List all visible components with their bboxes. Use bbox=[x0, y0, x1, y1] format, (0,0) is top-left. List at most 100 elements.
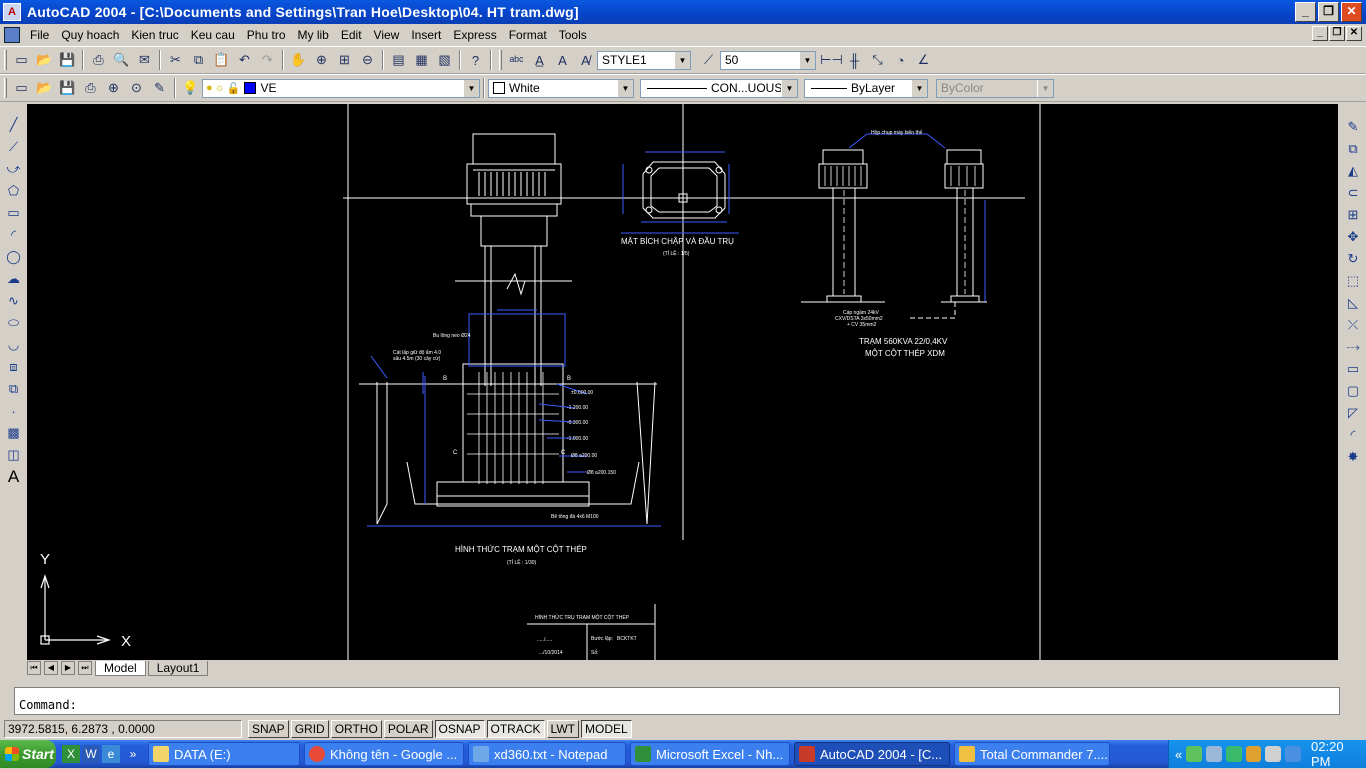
plot-icon[interactable]: ⎙ bbox=[85, 80, 96, 95]
menu-quy-hoach[interactable]: Quy hoach bbox=[61, 28, 120, 42]
aligned-dimension-icon[interactable]: ⤡ bbox=[872, 52, 883, 67]
menu-express[interactable]: Express bbox=[453, 28, 497, 42]
erase-icon[interactable]: ✎ bbox=[1347, 119, 1359, 134]
copy-icon[interactable]: ⧉ bbox=[193, 52, 204, 67]
minimize-button[interactable]: _ bbox=[1295, 2, 1316, 22]
hatch-icon[interactable]: ▩ bbox=[7, 425, 20, 440]
move-icon[interactable]: ✥ bbox=[1347, 229, 1359, 244]
quicklaunch-more-icon[interactable]: » bbox=[129, 747, 137, 761]
undo-icon[interactable]: ↶ bbox=[239, 52, 250, 67]
toolbar-grip[interactable] bbox=[499, 50, 502, 70]
fillet-icon[interactable]: ◜ bbox=[1350, 427, 1356, 442]
match-properties-icon[interactable]: ✎ bbox=[154, 80, 165, 95]
design-center-icon[interactable]: ▦ bbox=[415, 52, 428, 67]
task-google-chrome[interactable]: Không tên - Google ... bbox=[304, 742, 464, 766]
speaker-icon[interactable] bbox=[1265, 746, 1282, 762]
stretch-icon[interactable]: ◺ bbox=[1348, 295, 1358, 310]
command-line[interactable]: Command: bbox=[14, 687, 1340, 715]
revision-cloud-icon[interactable]: ☁ bbox=[7, 271, 20, 286]
tray-expand-icon[interactable]: « bbox=[1175, 746, 1183, 762]
zoom-previous-icon[interactable]: ⊖ bbox=[362, 52, 373, 67]
construction-line-icon[interactable]: ⟋ bbox=[8, 139, 19, 154]
properties-icon[interactable]: ▤ bbox=[392, 52, 405, 67]
chevron-down-icon[interactable]: ▼ bbox=[781, 79, 797, 97]
task-notepad[interactable]: xd360.txt - Notepad bbox=[468, 742, 626, 766]
dimension-style-icon[interactable]: ⟋ bbox=[703, 52, 714, 67]
text-style-icon[interactable]: A̸ bbox=[581, 52, 590, 68]
task-data-drive[interactable]: DATA (E:) bbox=[148, 742, 300, 766]
security-icon[interactable] bbox=[1225, 746, 1242, 762]
lineweight-select[interactable]: ByLayer ▼ bbox=[804, 78, 928, 98]
join-icon[interactable]: ▢ bbox=[1346, 383, 1360, 398]
chamfer-icon[interactable]: ◸ bbox=[1348, 405, 1358, 420]
chevron-down-icon[interactable]: ▼ bbox=[911, 79, 927, 97]
zoom-realtime-icon[interactable]: ⊕ bbox=[316, 52, 327, 67]
make-block-icon[interactable]: ⧉ bbox=[8, 381, 19, 396]
zoom-extents-icon[interactable]: ⊕ bbox=[108, 80, 119, 95]
menu-tools[interactable]: Tools bbox=[558, 28, 587, 42]
new-file-icon[interactable]: ▭ bbox=[15, 52, 28, 67]
help-icon[interactable]: ? bbox=[471, 52, 480, 68]
toolbar-grip[interactable] bbox=[4, 50, 7, 70]
polygon-icon[interactable]: ⬠ bbox=[7, 183, 20, 198]
linear-dimension-icon[interactable]: ⊢⊣ bbox=[820, 52, 843, 67]
menu-phu-tro[interactable]: Phu tro bbox=[246, 28, 286, 42]
radius-dimension-icon[interactable]: ◔ bbox=[896, 52, 905, 68]
first-tab-icon[interactable]: ⏮ bbox=[27, 661, 41, 675]
task-autocad[interactable]: AutoCAD 2004 - [C... bbox=[794, 742, 950, 766]
chevron-down-icon[interactable]: ▼ bbox=[799, 51, 815, 69]
trim-icon[interactable]: ⤫ bbox=[1347, 317, 1359, 332]
doc-minimize-button[interactable]: _ bbox=[1312, 26, 1328, 41]
offset-icon[interactable]: ⊂ bbox=[1347, 185, 1359, 200]
autocad-app-icon[interactable]: A bbox=[3, 3, 21, 21]
spell-check-icon[interactable]: ᵃᵇᶜ bbox=[509, 52, 524, 68]
array-icon[interactable]: ⊞ bbox=[1347, 207, 1359, 222]
osnap-toggle[interactable]: OSNAP bbox=[434, 720, 485, 738]
menu-insert[interactable]: Insert bbox=[411, 28, 442, 42]
model-toggle[interactable]: MODEL bbox=[580, 720, 632, 738]
publish-icon[interactable]: ✉ bbox=[139, 52, 150, 67]
clock[interactable]: 02:20 PM bbox=[1311, 739, 1344, 769]
menu-my-lib[interactable]: My lib bbox=[297, 28, 329, 42]
insert-block-icon[interactable]: ⧈ bbox=[9, 359, 18, 374]
menu-view[interactable]: View bbox=[373, 28, 400, 42]
dimension-scale-select[interactable]: 50 ▼ bbox=[720, 50, 816, 70]
multiline-text-icon[interactable]: A̲ bbox=[535, 52, 544, 68]
mirror-icon[interactable]: ◭ bbox=[1348, 163, 1358, 178]
extend-icon[interactable]: ⤏ bbox=[1346, 339, 1360, 354]
tab-model[interactable]: Model bbox=[95, 660, 146, 676]
region-icon[interactable]: ◫ bbox=[7, 447, 20, 462]
baseline-dimension-icon[interactable]: ╫ bbox=[849, 52, 860, 68]
new-file-icon[interactable]: ▭ bbox=[15, 80, 28, 95]
pan-icon[interactable]: ✋ bbox=[290, 52, 307, 67]
ie-quicklaunch-icon[interactable]: e bbox=[102, 745, 120, 763]
linetype-select[interactable]: CON...UOUS ▼ bbox=[640, 78, 798, 98]
zoom-window-icon[interactable]: ⊞ bbox=[339, 52, 350, 67]
ellipse-icon[interactable]: ⬭ bbox=[7, 315, 20, 330]
grid-toggle[interactable]: GRID bbox=[290, 720, 329, 738]
rotate-icon[interactable]: ↻ bbox=[1347, 251, 1359, 266]
polar-toggle[interactable]: POLAR bbox=[383, 720, 433, 738]
last-tab-icon[interactable]: ⏭ bbox=[78, 661, 92, 675]
task-excel[interactable]: Microsoft Excel - Nh... bbox=[630, 742, 790, 766]
chevron-down-icon[interactable]: ▼ bbox=[463, 79, 479, 97]
next-tab-icon[interactable]: ▶ bbox=[61, 661, 75, 675]
word-quicklaunch-icon[interactable]: W bbox=[82, 745, 100, 763]
break-icon[interactable]: ▭ bbox=[1346, 361, 1360, 376]
menu-file[interactable]: File bbox=[30, 28, 50, 42]
start-button[interactable]: Start bbox=[0, 740, 56, 768]
printer-icon[interactable] bbox=[1206, 746, 1222, 762]
close-button[interactable]: ✕ bbox=[1341, 2, 1362, 22]
explode-icon[interactable]: ✸ bbox=[1347, 449, 1359, 464]
point-icon[interactable]: · bbox=[11, 403, 16, 419]
lwt-toggle[interactable]: LWT bbox=[546, 720, 579, 738]
doc-close-button[interactable]: ✕ bbox=[1346, 26, 1362, 41]
tool-palettes-icon[interactable]: ▧ bbox=[438, 52, 451, 67]
single-line-text-icon[interactable]: A bbox=[558, 52, 567, 68]
prev-tab-icon[interactable]: ◀ bbox=[44, 661, 58, 675]
save-icon[interactable]: 💾 bbox=[59, 52, 76, 67]
ellipse-arc-icon[interactable]: ◡ bbox=[7, 337, 20, 352]
network-icon[interactable] bbox=[1186, 746, 1203, 762]
layer-manager-icon[interactable]: 💡 bbox=[182, 80, 199, 95]
otrack-toggle[interactable]: OTRACK bbox=[486, 720, 545, 738]
